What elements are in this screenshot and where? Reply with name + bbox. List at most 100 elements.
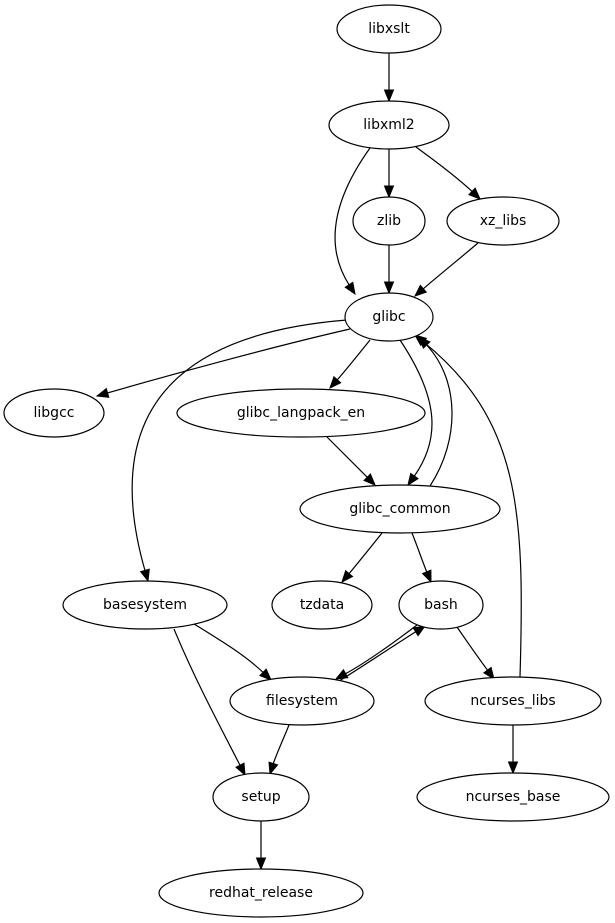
edge-filesystem-to-setup	[268, 724, 290, 776]
arrowhead-icon	[363, 473, 376, 486]
arrowhead-icon	[414, 284, 428, 297]
node-shape	[271, 580, 373, 630]
node-shape	[176, 388, 426, 438]
edge-line	[336, 339, 371, 381]
arrowhead-icon	[341, 569, 354, 584]
node-glibc-common[interactable]: glibc_common	[299, 484, 501, 534]
arrowhead-icon	[235, 762, 246, 777]
node-libxml2[interactable]: libxml2	[328, 100, 450, 150]
node-label: redhat_release	[209, 885, 313, 901]
edge-line	[193, 623, 265, 674]
node-bash[interactable]: bash	[398, 580, 484, 630]
arrowhead-icon	[268, 761, 279, 776]
node-label: libxml2	[363, 117, 414, 133]
node-shape	[398, 580, 484, 630]
arrowhead-icon	[329, 375, 342, 389]
node-shape	[424, 676, 602, 726]
edge-line	[422, 242, 479, 290]
node-shape	[336, 4, 442, 54]
edge-xz_libs-to-glibc	[414, 242, 479, 297]
arrowhead-icon	[139, 568, 150, 583]
edge-filesystem-to-bash	[335, 625, 427, 684]
arrowhead-icon	[334, 668, 349, 680]
node-shape	[344, 292, 434, 342]
node-shape	[3, 388, 105, 438]
edge-line	[425, 343, 453, 487]
edge-glibc-to-glibc_langpack_en	[329, 339, 371, 389]
node-label: basesystem	[103, 597, 187, 613]
edge-line	[334, 147, 371, 286]
arrowhead-icon	[383, 89, 395, 103]
node-glibc[interactable]: glibc	[344, 292, 434, 342]
node-ncurses-libs[interactable]: ncurses_libs	[424, 676, 602, 726]
node-label: glibc_common	[349, 501, 450, 517]
node-label: xz_libs	[480, 213, 527, 229]
edge-libxslt-to-libxml2	[383, 53, 395, 103]
edge-line	[272, 724, 290, 765]
node-shape	[328, 100, 450, 150]
edge-line	[399, 339, 433, 478]
edge-glibc_langpack_en-to-glibc_common	[326, 436, 376, 486]
node-label: glibc	[372, 309, 405, 325]
arrowhead-icon	[255, 857, 267, 871]
node-shape	[212, 772, 310, 822]
node-ncurses-base[interactable]: ncurses_base	[416, 772, 610, 822]
node-label: libgcc	[34, 405, 75, 421]
node-libgcc[interactable]: libgcc	[3, 388, 105, 438]
node-label: zlib	[377, 213, 401, 229]
node-label: ncurses_base	[466, 789, 561, 805]
arrowhead-icon	[468, 187, 481, 200]
node-label: bash	[424, 597, 458, 613]
edge-libxml2-to-xz_libs	[415, 146, 481, 200]
node-shape	[352, 196, 426, 246]
node-shape	[229, 676, 375, 726]
edge-line	[326, 436, 369, 479]
edge-line	[131, 319, 348, 572]
edge-libxml2-to-glibc	[334, 147, 371, 296]
arrowhead-icon	[95, 387, 110, 398]
node-setup[interactable]: setup	[212, 772, 310, 822]
node-xz-libs[interactable]: xz_libs	[446, 196, 560, 246]
arrowhead-icon	[407, 472, 419, 487]
edge-basesystem-to-setup	[173, 628, 246, 777]
node-zlib[interactable]: zlib	[352, 196, 426, 246]
node-shape	[299, 484, 501, 534]
edge-line	[344, 624, 418, 675]
edge-line	[106, 328, 351, 394]
arrowhead-icon	[413, 334, 428, 347]
edge-bash-to-ncurses_libs	[456, 626, 495, 681]
edge-libxml2-to-zlib	[383, 149, 395, 199]
node-label: ncurses_libs	[470, 693, 555, 709]
node-filesystem[interactable]: filesystem	[229, 676, 375, 726]
edge-glibc-to-libgcc	[95, 328, 351, 398]
edge-glibc_common-to-bash	[411, 532, 432, 584]
node-libxslt[interactable]: libxslt	[336, 4, 442, 54]
edge-line	[335, 630, 417, 684]
edges-layer	[95, 53, 522, 871]
edge-line	[422, 340, 522, 678]
node-tzdata[interactable]: tzdata	[271, 580, 373, 630]
edge-line	[173, 628, 241, 767]
edge-line	[456, 626, 489, 672]
edge-ncurses_libs-to-glibc	[413, 334, 522, 678]
arrowhead-icon	[421, 569, 432, 584]
node-label: libxslt	[368, 21, 410, 37]
node-basesystem[interactable]: basesystem	[62, 580, 228, 630]
edge-setup-to-redhat_release	[255, 821, 267, 871]
edge-zlib-to-glibc	[383, 245, 395, 295]
edge-line	[347, 532, 383, 575]
node-label: glibc_langpack_en	[237, 405, 365, 421]
node-redhat-release[interactable]: redhat_release	[158, 868, 364, 918]
edge-glibc_common-to-tzdata	[341, 532, 383, 584]
arrowhead-icon	[259, 668, 272, 681]
arrowhead-icon	[507, 761, 519, 775]
node-shape	[446, 196, 560, 246]
node-shape	[416, 772, 610, 822]
node-label: tzdata	[300, 597, 344, 613]
node-label: setup	[241, 789, 280, 805]
edge-basesystem-to-filesystem	[193, 623, 272, 681]
node-glibc-langpack-en[interactable]: glibc_langpack_en	[176, 388, 426, 438]
edge-line	[415, 146, 474, 193]
